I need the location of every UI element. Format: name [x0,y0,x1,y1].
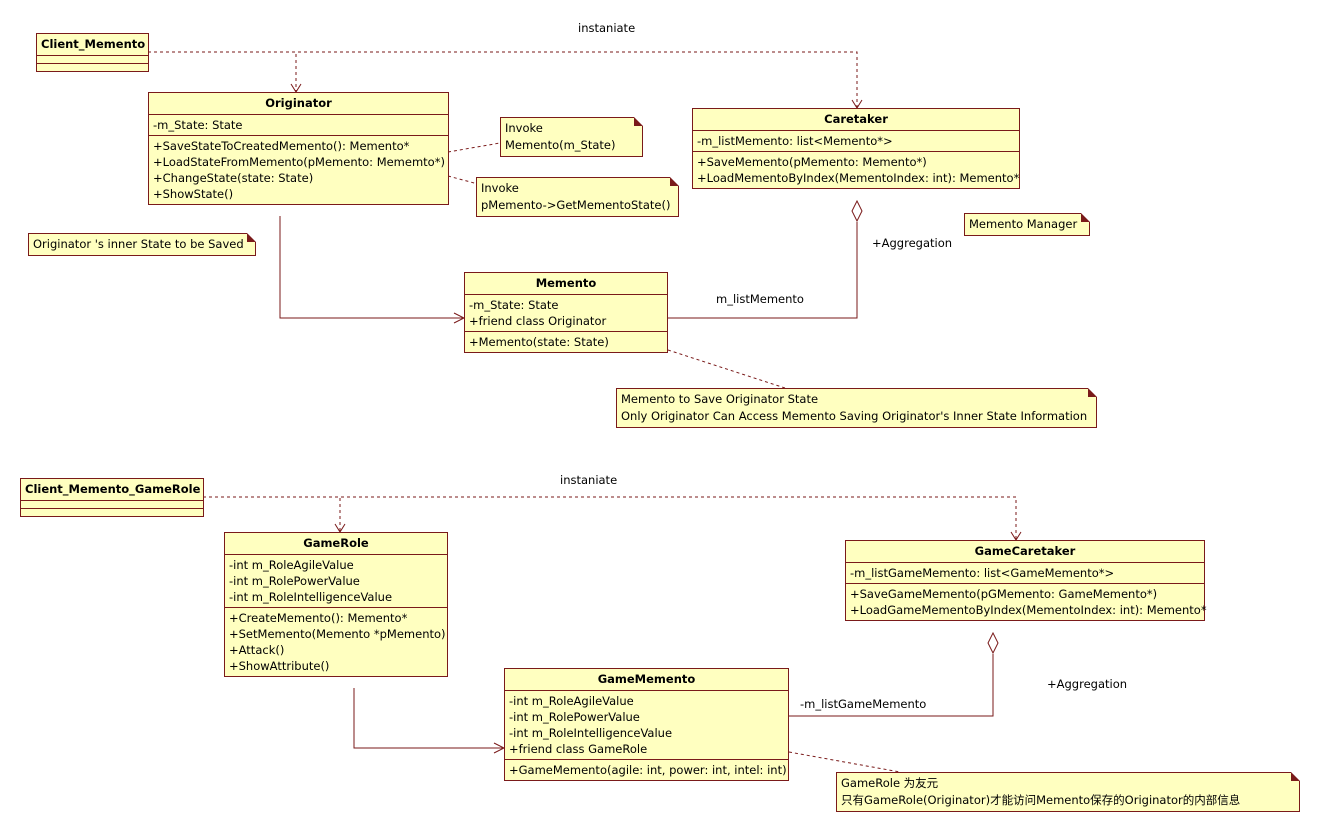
attribute: -int m_RoleIntelligenceValue [509,726,673,740]
class-name: Caretaker [693,109,1019,131]
aggregation-gamecaretaker-gamememento [789,654,994,717]
class-client-memento[interactable]: Client_Memento [36,33,149,72]
attribute: +friend class GameRole [509,742,648,756]
attributes: -int m_RoleAgileValue -int m_RolePowerVa… [505,691,788,760]
class-caretaker[interactable]: Caretaker -m_listMemento: list<Memento*>… [692,108,1020,189]
class-gamememento[interactable]: GameMemento -int m_RoleAgileValue -int m… [504,668,789,781]
operation: +CreateMemento(): Memento* [229,611,408,625]
note-line: Originator 's inner State to be Saved [33,237,244,251]
operations: +Memento(state: State) [465,332,667,352]
note-line: Invoke [481,181,519,195]
operation: +LoadGameMementoByIndex(MementoIndex: in… [850,603,1207,617]
attributes: -int m_RoleAgileValue -int m_RolePowerVa… [225,555,447,608]
aggregation-diamond-2 [987,631,999,655]
class-originator[interactable]: Originator -m_State: State +SaveStateToC… [148,92,449,205]
operation: +SaveGameMemento(pGMemento: GameMemento*… [850,587,1158,601]
note-line: pMemento->GetMementoState() [481,198,671,212]
class-name: Memento [465,273,667,295]
class-name: Originator [149,93,448,115]
attribute: -int m_RoleAgileValue [509,694,634,708]
label-role-list: -m_listGameMemento [800,697,927,711]
dependency-client-gamerole [203,496,341,532]
note-line: Invoke [505,121,543,135]
attributes: -m_State: State +friend class Originator [465,295,667,332]
aggregation-caretaker-memento [668,222,858,319]
note-link-invoke2 [447,175,479,185]
note-link-friend [788,751,901,773]
label-instaniate: instaniate [578,21,636,35]
label-aggregation: +Aggregation [1047,677,1128,691]
note-link-memento [667,349,786,389]
note-line: Only Originator Can Access Memento Savin… [621,409,1088,423]
attribute: -m_State: State [469,298,559,312]
label-role-list: m_listMemento [716,292,804,306]
operation: +LoadMementoByIndex(MementoIndex: int): … [697,171,1020,185]
operation: +Attack() [229,643,285,657]
label-instaniate: instaniate [560,473,618,487]
attribute: -int m_RolePowerValue [509,710,640,724]
operations: +GameMemento(agile: int, power: int, int… [505,760,788,780]
operation: +ChangeState(state: State) [153,171,314,185]
operations: +SaveGameMemento(pGMemento: GameMemento*… [846,584,1207,620]
class-name: GameMemento [505,669,788,691]
attribute: +friend class Originator [469,314,607,328]
attribute: -m_listGameMemento: list<GameMemento*> [850,566,1115,580]
note-memento-manager[interactable]: Memento Manager [964,213,1090,236]
operations: +CreateMemento(): Memento* +SetMemento(M… [225,608,447,676]
operations: +SaveMemento(pMemento: Memento*) +LoadMe… [693,152,1019,188]
note-line: Memento(m_State) [505,138,616,152]
note-gamerole-friend[interactable]: GameRole 为友元 只有GameRole(Originator)才能访问M… [836,772,1300,812]
operation: +ShowAttribute() [229,659,330,673]
class-gamerole[interactable]: GameRole -int m_RoleAgileValue -int m_Ro… [224,532,448,677]
operation: +LoadStateFromMemento(pMemento: Mememto*… [153,155,445,169]
operations: +SaveStateToCreatedMemento(): Memento* +… [149,136,448,204]
note-inner-state[interactable]: Originator 's inner State to be Saved [28,233,256,256]
note-invoke-memento[interactable]: Invoke Memento(m_State) [500,117,643,157]
operation: +Memento(state: State) [469,335,609,349]
note-line: GameRole 为友元 [841,776,939,790]
class-client-memento-gamerole[interactable]: Client_Memento_GameRole [20,478,204,517]
class-name: Client_Memento [37,34,148,56]
class-gamecaretaker[interactable]: GameCaretaker -m_listGameMemento: list<G… [845,540,1207,621]
dependency-client-gamecaretaker [203,496,1017,540]
operation: +SaveMemento(pMemento: Memento*) [697,155,927,169]
class-name: GameRole [225,533,447,555]
attribute: -m_State: State [153,118,243,132]
operation: +SetMemento(Memento *pMemento) [229,627,446,641]
class-memento[interactable]: Memento -m_State: State +friend class Or… [464,272,668,353]
note-link-invoke1 [447,142,501,153]
dependency-client-caretaker [148,51,858,108]
note-invoke-getstate[interactable]: Invoke pMemento->GetMementoState() [476,177,679,217]
operation: +GameMemento(agile: int, power: int, int… [509,763,787,777]
label-aggregation: +Aggregation [872,236,953,250]
aggregation-diamond [851,199,863,223]
attributes: -m_listMemento: list<Memento*> [693,131,1019,152]
note-line: Memento Manager [969,217,1078,231]
note-line: Memento to Save Originator State [621,392,819,406]
note-line: 只有GameRole(Originator)才能访问Memento保存的Orig… [841,793,1241,807]
operation: +SaveStateToCreatedMemento(): Memento* [153,139,410,153]
dependency-client-originator [148,51,297,92]
attribute: -int m_RolePowerValue [229,574,360,588]
attribute: -m_listMemento: list<Memento*> [697,134,893,148]
attributes: -m_listGameMemento: list<GameMemento*> [846,563,1204,584]
association-gamerole-gamememento [353,688,504,749]
note-memento-access[interactable]: Memento to Save Originator State Only Or… [616,388,1097,428]
class-name: Client_Memento_GameRole [21,479,203,501]
association-originator-memento [279,216,464,319]
attribute: -int m_RoleIntelligenceValue [229,590,393,604]
attributes: -m_State: State [149,115,448,136]
attribute: -int m_RoleAgileValue [229,558,354,572]
class-name: GameCaretaker [846,541,1204,563]
operation: +ShowState() [153,187,234,201]
